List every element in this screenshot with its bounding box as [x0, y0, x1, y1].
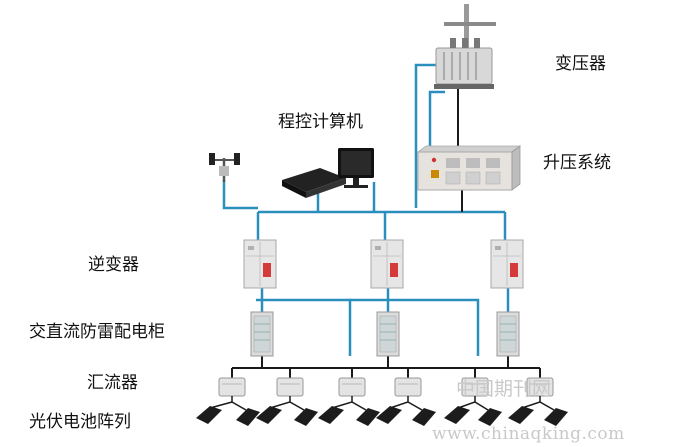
distribution-cabinet-icon — [250, 311, 274, 357]
switchgear-icon — [416, 145, 522, 191]
solar-panel-icon — [412, 408, 436, 426]
label-ac-dc-cabinet: 交直流防雷配电柜 — [29, 322, 165, 342]
solar-panel-icon — [544, 408, 568, 426]
solar-panel-icon — [256, 406, 282, 424]
watermark-url: www.chinaqking.com — [432, 424, 625, 444]
blue-wiring — [222, 63, 510, 356]
solar-panel-icon — [376, 406, 402, 424]
solar-panel-array — [196, 406, 568, 426]
computer-icon — [282, 148, 374, 198]
solar-panel-icon — [508, 406, 534, 424]
combiner-box-icon — [276, 377, 304, 397]
label-combiner: 汇流器 — [87, 373, 138, 393]
label-pv-array: 光伏电池阵列 — [29, 412, 131, 432]
weather-station-icon — [209, 153, 240, 182]
label-computer: 程控计算机 — [278, 112, 363, 132]
inverter-cabinet-icon — [243, 239, 277, 289]
combiner-box-icon — [218, 377, 246, 397]
solar-panel-icon — [196, 406, 222, 424]
solar-panel-icon — [478, 408, 502, 426]
inverter-cabinet-icon — [370, 239, 404, 289]
distribution-cabinet-icon — [376, 311, 400, 357]
solar-panel-icon — [294, 408, 318, 426]
panel-branch-wiring — [209, 396, 555, 411]
solar-panel-icon — [444, 406, 470, 424]
black-wiring — [231, 86, 541, 378]
solar-panel-icon — [236, 408, 260, 426]
label-transformer: 变压器 — [555, 54, 606, 74]
solar-panel-icon — [318, 406, 344, 424]
inverter-cabinet-icon — [490, 239, 524, 289]
distribution-cabinet-icon — [496, 311, 520, 357]
watermark-cn: 中国期刊网 — [456, 378, 552, 400]
combiner-box-icon — [338, 377, 366, 397]
label-boost-system: 升压系统 — [543, 153, 611, 173]
label-inverter: 逆变器 — [88, 255, 139, 275]
pole-transformer-icon — [434, 4, 496, 89]
combiner-box-icon — [394, 377, 422, 397]
solar-panel-icon — [356, 408, 380, 426]
